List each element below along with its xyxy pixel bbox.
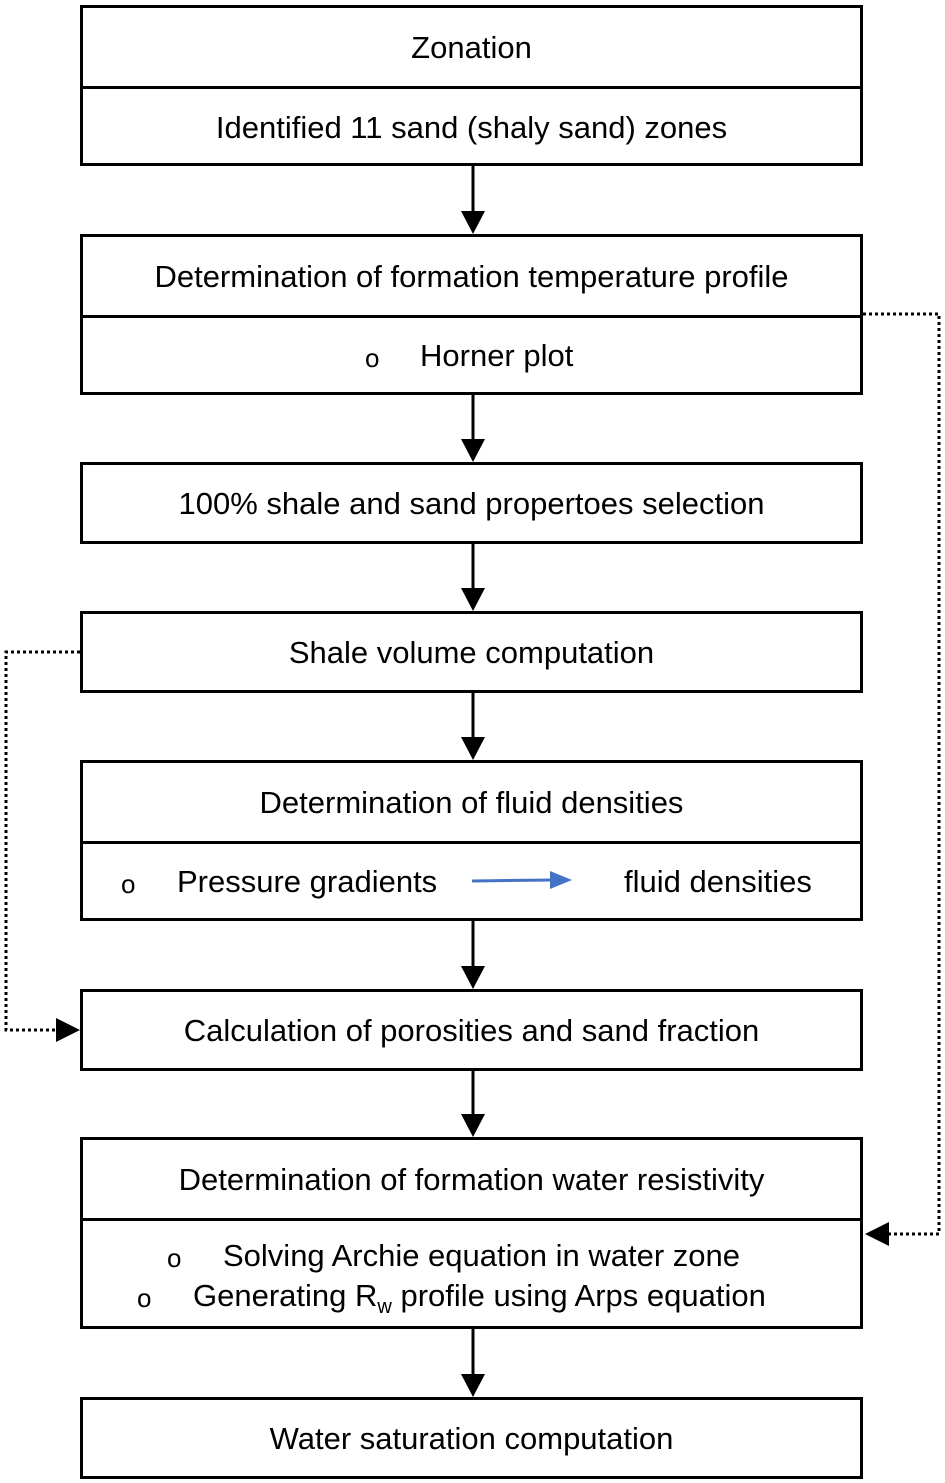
water-resistivity-divider [83, 1218, 860, 1221]
porosity-title: Calculation of porosities and sand fract… [183, 1012, 760, 1048]
arrow-head-7 [461, 1374, 485, 1397]
fluid-densities-label: fluid densities [624, 864, 812, 899]
archie-bullet: o [167, 1243, 182, 1273]
arps-item-post: profile using Arps equation [391, 1278, 766, 1313]
arps-item: Generating Rw profile using Arps equatio… [193, 1280, 766, 1317]
arps-item-pre: Generating R [193, 1278, 378, 1313]
temperature-title: Determination of formation temperature p… [154, 258, 789, 294]
pressure-to-density-arrow-shaft [471, 878, 553, 883]
saturation-box: Water saturation computation [80, 1397, 863, 1479]
fluid-densities-bullet: o [121, 869, 136, 899]
arrow-head-5 [461, 966, 485, 989]
selection-title: 100% shale and sand propertoes selection [178, 485, 765, 521]
temperature-divider [83, 315, 860, 318]
arrow-head-1 [461, 211, 485, 234]
arps-bullet: o [137, 1283, 152, 1313]
zonation-detail: Identified 11 sand (shaly sand) zones [215, 110, 728, 145]
pressure-to-density-arrow-head [550, 871, 572, 889]
shale-volume-box: Shale volume computation [80, 611, 863, 693]
temperature-box: Determination of formation temperature p… [80, 234, 863, 395]
temperature-bullet: o [365, 343, 380, 373]
fluid-densities-box: Determination of fluid densities o Press… [80, 760, 863, 921]
horner-plot-item: Horner plot [420, 338, 574, 373]
arps-item-subscript: w [377, 1296, 392, 1319]
porosity-box: Calculation of porosities and sand fract… [80, 989, 863, 1071]
arrow-head-4 [461, 737, 485, 760]
fluid-densities-divider [83, 841, 860, 844]
arrow-head-2 [461, 439, 485, 462]
zonation-divider [83, 86, 860, 89]
zonation-title: Zonation [411, 29, 532, 65]
dotted-connector-left [4, 650, 80, 1032]
arrow-head-3 [461, 588, 485, 611]
water-resistivity-title: Determination of formation water resisti… [178, 1161, 765, 1197]
arrow-head-6 [461, 1114, 485, 1137]
dotted-connector-right [863, 312, 941, 1236]
shale-volume-title: Shale volume computation [288, 634, 655, 670]
dotted-arrow-head-left [56, 1018, 80, 1042]
zonation-box: Zonation Identified 11 sand (shaly sand)… [80, 5, 863, 166]
pressure-gradients-label: Pressure gradients [177, 864, 438, 899]
dotted-arrow-head-right [865, 1222, 889, 1246]
selection-box: 100% shale and sand propertoes selection [80, 462, 863, 544]
archie-item: Solving Archie equation in water zone [223, 1238, 740, 1273]
fluid-densities-title: Determination of fluid densities [259, 784, 684, 820]
water-resistivity-box: Determination of formation water resisti… [80, 1137, 863, 1329]
saturation-title: Water saturation computation [269, 1420, 674, 1456]
